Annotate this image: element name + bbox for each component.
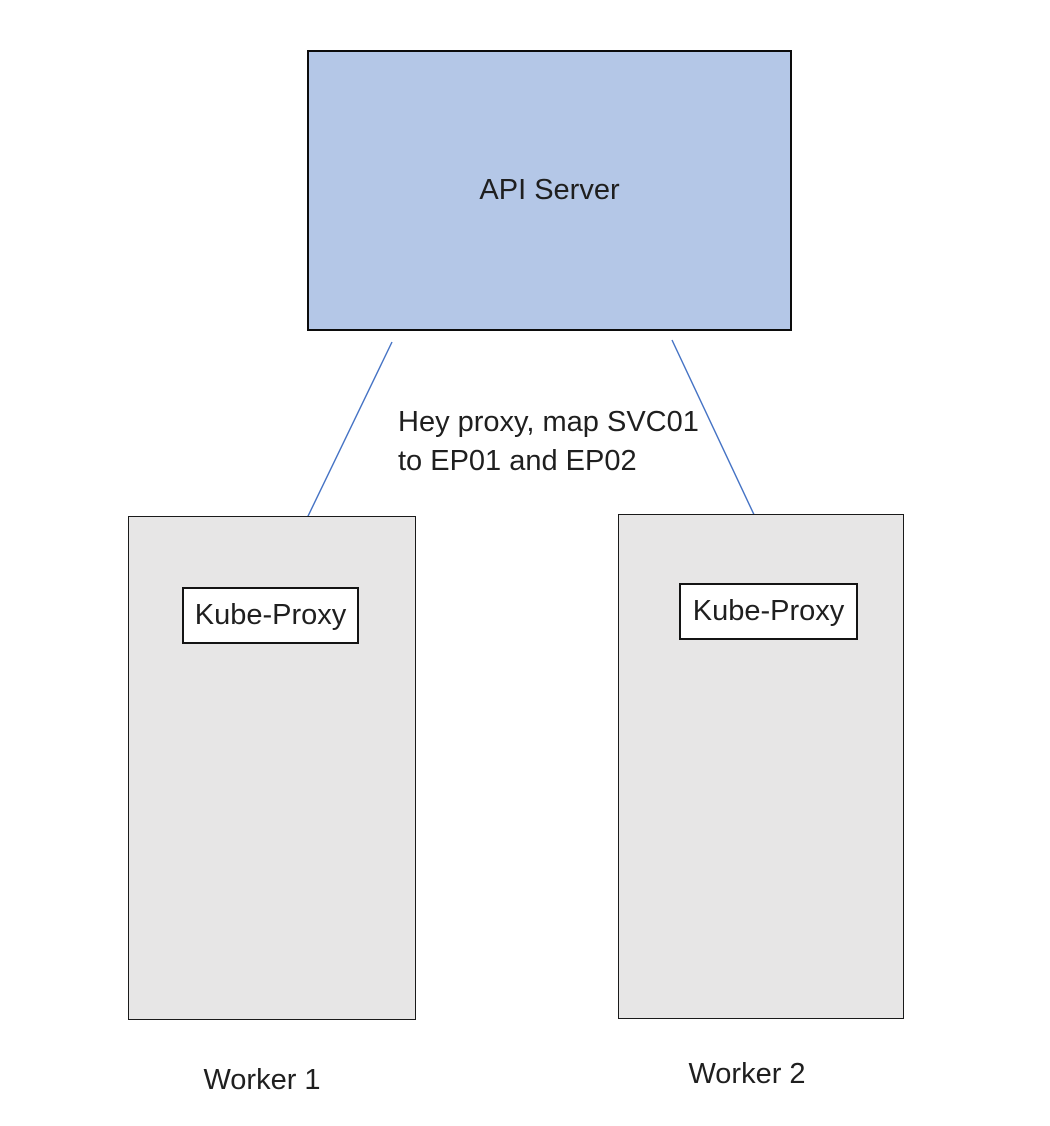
arrow-message: Hey proxy, map SVC01 to EP01 and EP02 <box>398 403 699 481</box>
api-server-label: API Server <box>479 174 620 206</box>
worker2-box: Kube-Proxy <box>618 514 904 1019</box>
kube-proxy-box-worker2: Kube-Proxy <box>679 583 858 640</box>
worker1-box: Kube-Proxy <box>128 516 416 1020</box>
arrow-message-line2: to EP01 and EP02 <box>398 445 637 477</box>
arrow-message-line1: Hey proxy, map SVC01 <box>398 406 699 438</box>
worker1-label: Worker 1 <box>203 1064 321 1096</box>
worker2-label: Worker 2 <box>688 1058 806 1090</box>
kube-proxy-label-worker2: Kube-Proxy <box>692 595 845 627</box>
kube-proxy-box-worker1: Kube-Proxy <box>182 587 359 644</box>
api-server-box: API Server <box>307 50 792 331</box>
kube-proxy-label-worker1: Kube-Proxy <box>194 599 347 631</box>
